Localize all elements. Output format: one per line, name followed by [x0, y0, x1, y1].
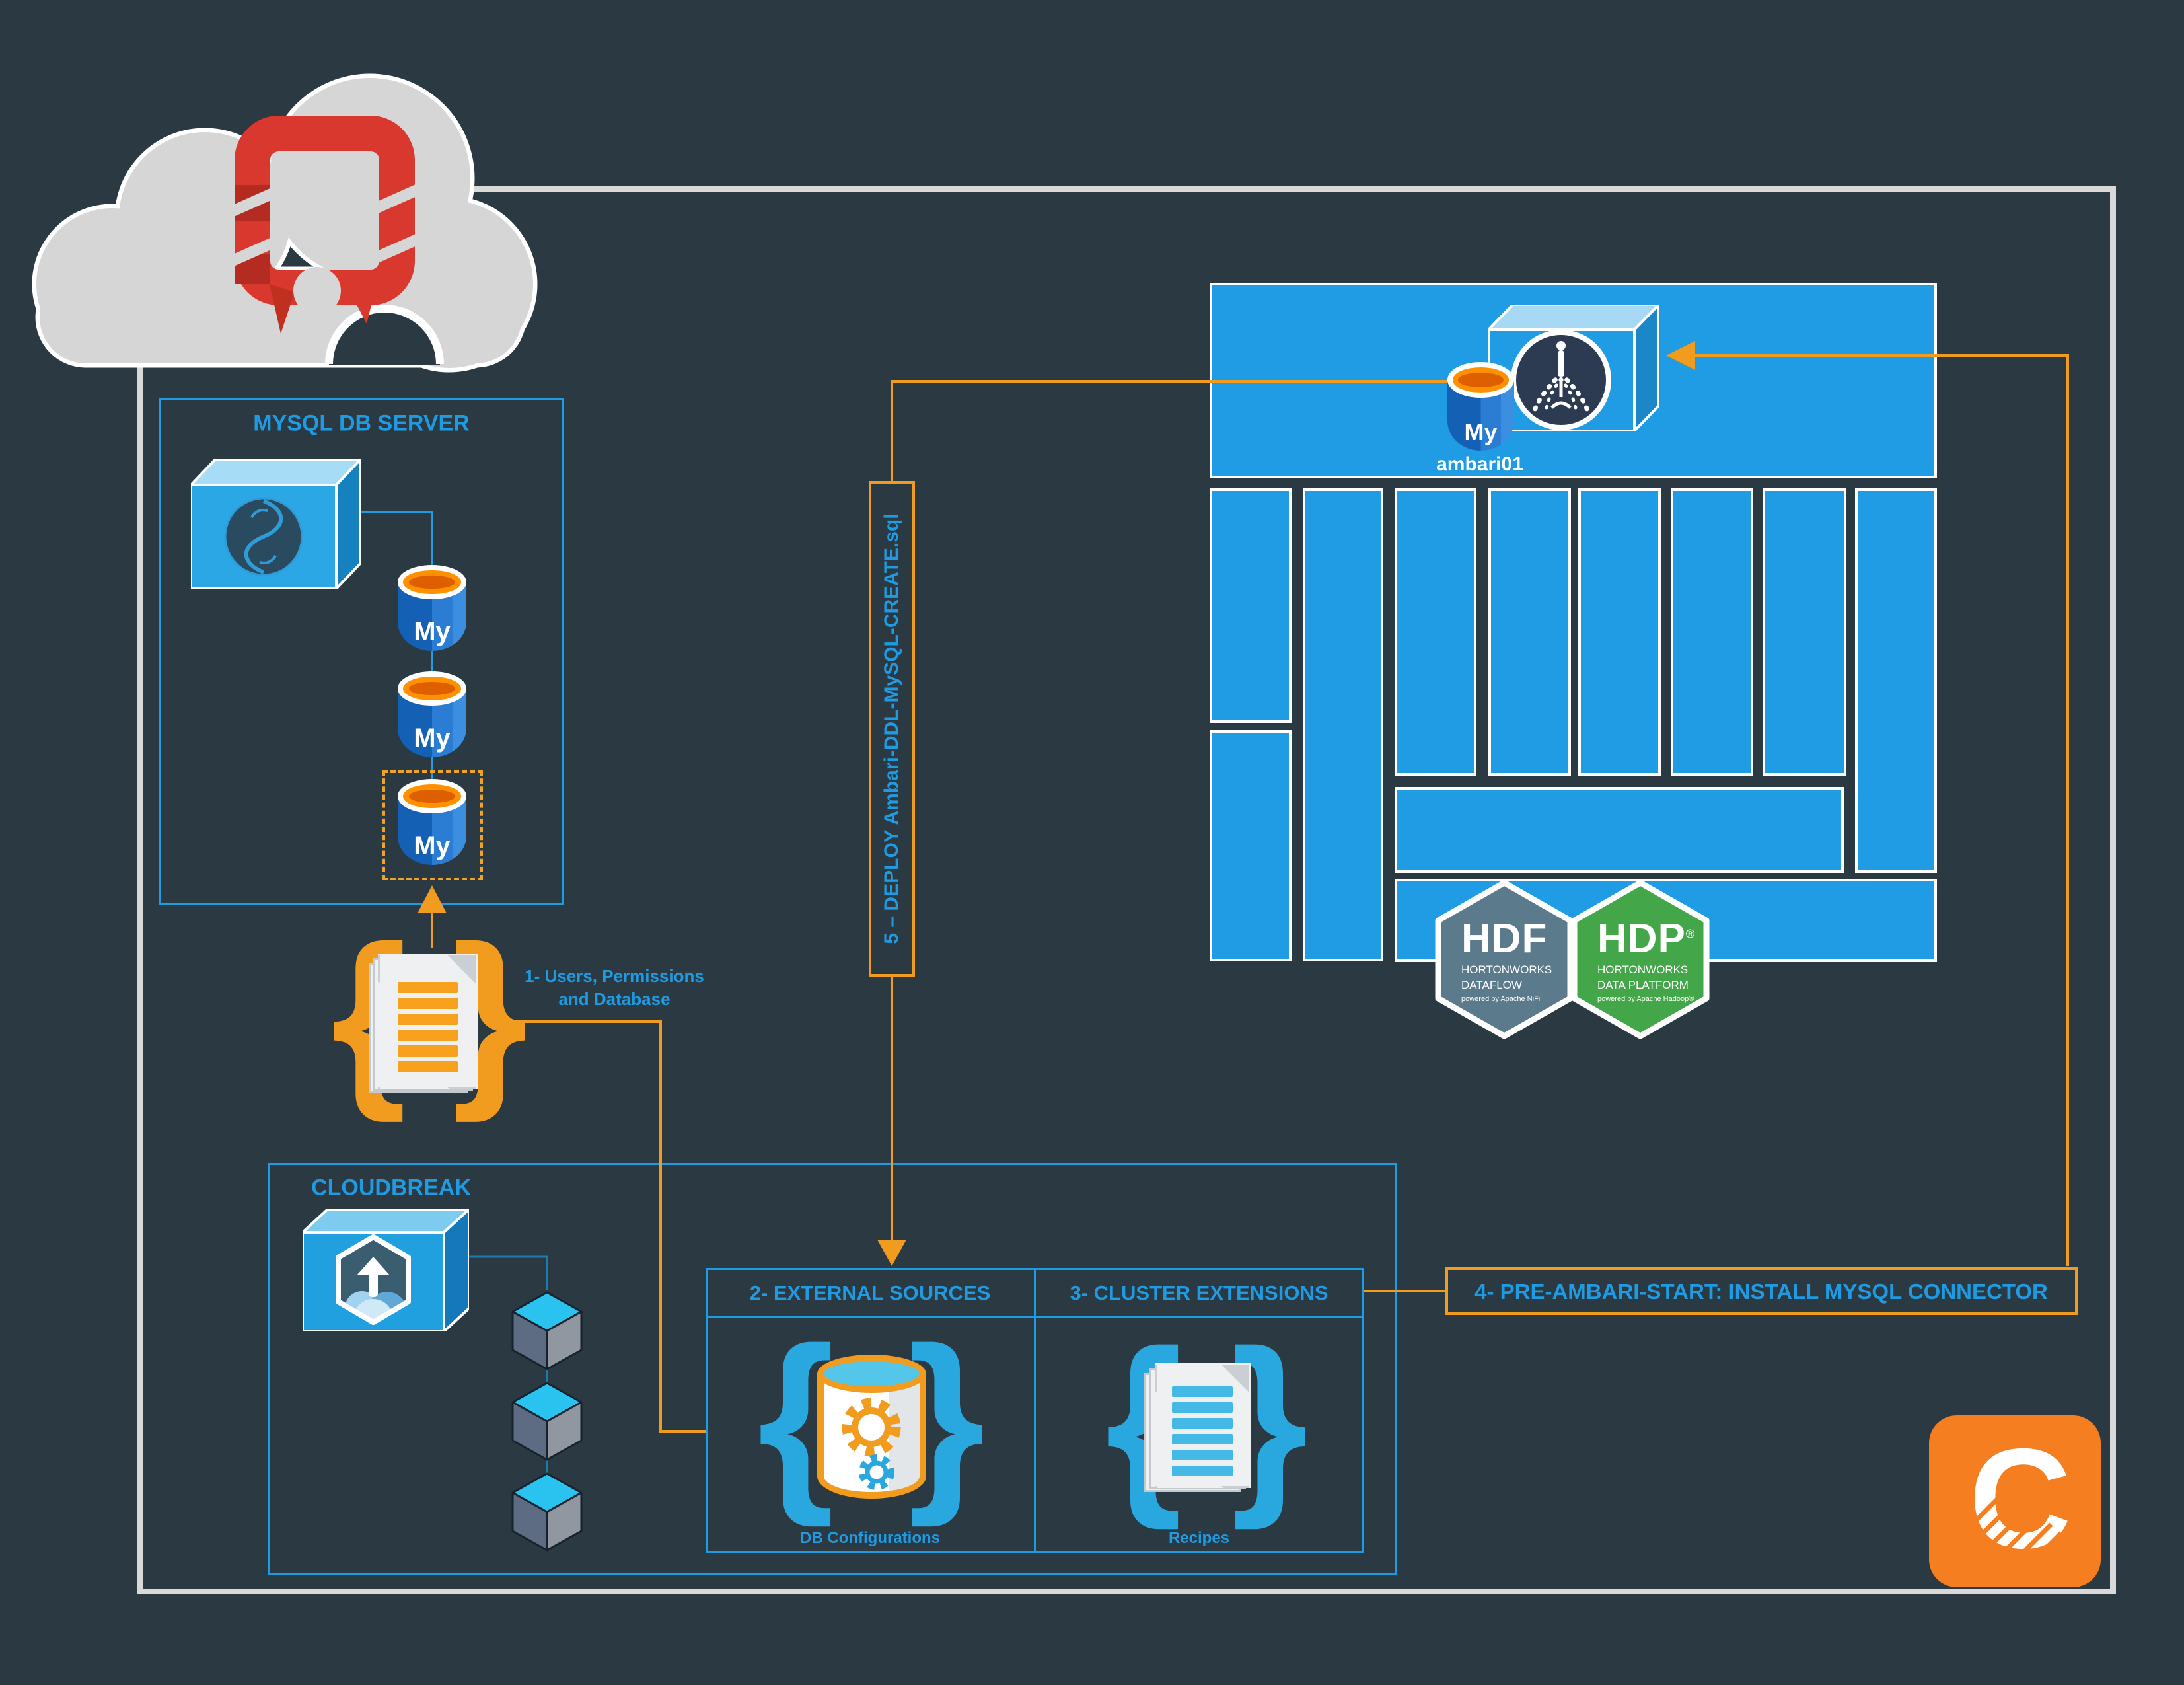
cloud-arch-cutout	[329, 309, 440, 365]
hdf-badge	[1435, 880, 1574, 1039]
gear-icon-small	[859, 1454, 894, 1490]
node-cubes-icon	[511, 1291, 583, 1552]
hdp-product: DATA PLATFORM	[1597, 979, 1689, 991]
mysql-db-icon: My	[1447, 362, 1514, 451]
connector-cube-to-db	[360, 511, 433, 565]
cluster-node	[1303, 488, 1383, 961]
hdp-badge	[1571, 880, 1710, 1039]
step4-pre-ambari-box	[1445, 1267, 2078, 1315]
cloud-shape	[32, 73, 538, 373]
step3-title: 3- CLUSTER EXTENSIONS	[1070, 1281, 1329, 1304]
hdp-acronym-text: HDP	[1597, 916, 1686, 961]
ambari-host-label: ambari01	[1436, 453, 1523, 475]
cloudbreak-cube-icon	[303, 1209, 469, 1331]
cluster-node	[1855, 488, 1937, 873]
mysql-dolphin-icon	[224, 497, 303, 576]
config-pages-icon	[369, 954, 478, 1093]
extensions-box	[706, 1268, 1364, 1553]
hdf-org: HORTONWORKS	[1461, 963, 1552, 976]
hdf-product: DATAFLOW	[1461, 979, 1522, 991]
cluster-node	[1210, 730, 1292, 961]
logo-hatching	[1940, 1496, 2063, 1588]
mysql-db-label: My	[414, 723, 451, 753]
step2-title: 2- EXTERNAL SOURCES	[749, 1281, 991, 1304]
cluster-node-wide	[1395, 787, 1844, 873]
hdp-reg-mark: ®	[1685, 927, 1696, 941]
connector-step4-to-ambari	[1695, 354, 2069, 1266]
cluster-node	[1488, 488, 1571, 776]
mysql-db-server-box	[159, 398, 564, 905]
step1-label-line2: and Database	[558, 989, 671, 1009]
hdf-powered: powered by Apache NiFi	[1461, 995, 1541, 1003]
step5-deploy-label: 5 – DEPLOY Ambari-DDL-MySQL-CREATE.sql	[881, 513, 902, 944]
hdp-org: HORTONWORKS	[1597, 963, 1689, 976]
highlight-dashed-box	[382, 770, 483, 880]
mysql-db-label: My	[1464, 418, 1498, 446]
frame-border	[137, 186, 2116, 1594]
connector-step1-to-external-sources	[509, 1020, 706, 1433]
db-configurations-label: DB Configurations	[800, 1529, 940, 1547]
cluster-node	[1578, 488, 1661, 776]
cluster-node	[1671, 488, 1753, 776]
cluster-node	[1210, 488, 1292, 723]
hdp-powered: powered by Apache Hadoop®	[1597, 995, 1694, 1003]
mysql-server-cube-icon	[191, 459, 361, 589]
ambari-icon	[1511, 330, 1611, 430]
cluster-node	[1763, 488, 1846, 776]
mysql-db-icon: My	[398, 565, 466, 651]
step1-label-line1: 1- Users, Permissions	[525, 965, 704, 986]
step4-label: 4- PRE-AMBARI-START: INSTALL MYSQL CONNE…	[1474, 1279, 2048, 1304]
cloudbreak-title: CLOUDBREAK	[311, 1175, 471, 1201]
arrow-up-icon	[418, 885, 447, 913]
mysql-db-label: My	[414, 617, 451, 646]
extensions-column-divider	[1034, 1270, 1036, 1551]
connector-step5-to-ambari-db	[891, 380, 1450, 481]
recipes-icon	[1144, 1363, 1254, 1495]
db-configurations-icon	[817, 1355, 926, 1499]
cloudbreak-hexagon-icon	[336, 1234, 411, 1325]
mysql-db-icon: My	[398, 671, 466, 757]
hdp-acronym: HDP®	[1597, 915, 1695, 962]
recipes-label: Recipes	[1168, 1529, 1230, 1547]
cloudbreak-box	[268, 1163, 1397, 1575]
gear-icon	[842, 1398, 901, 1457]
hdf-acronym: HDF	[1461, 916, 1548, 961]
mysql-db-label: My	[414, 831, 451, 860]
step5-deploy-box	[869, 481, 915, 977]
cluster-node	[1395, 488, 1476, 776]
connector-cloudbreak-to-nodes	[462, 1255, 548, 1290]
arrow-down-icon	[877, 1240, 906, 1266]
openstack-logo	[230, 116, 420, 334]
mysql-db-server-title: MYSQL DB SERVER	[253, 410, 470, 436]
cloudbreak-logo: C	[1929, 1415, 2101, 1588]
arrow-left-icon	[1666, 341, 1695, 370]
mysql-db-icon: My	[398, 779, 466, 865]
step1-label: 1- Users, Permissions and Database	[525, 965, 704, 1011]
up-arrow-icon	[369, 1272, 378, 1297]
ambari-server-cube-icon	[1488, 305, 1659, 431]
